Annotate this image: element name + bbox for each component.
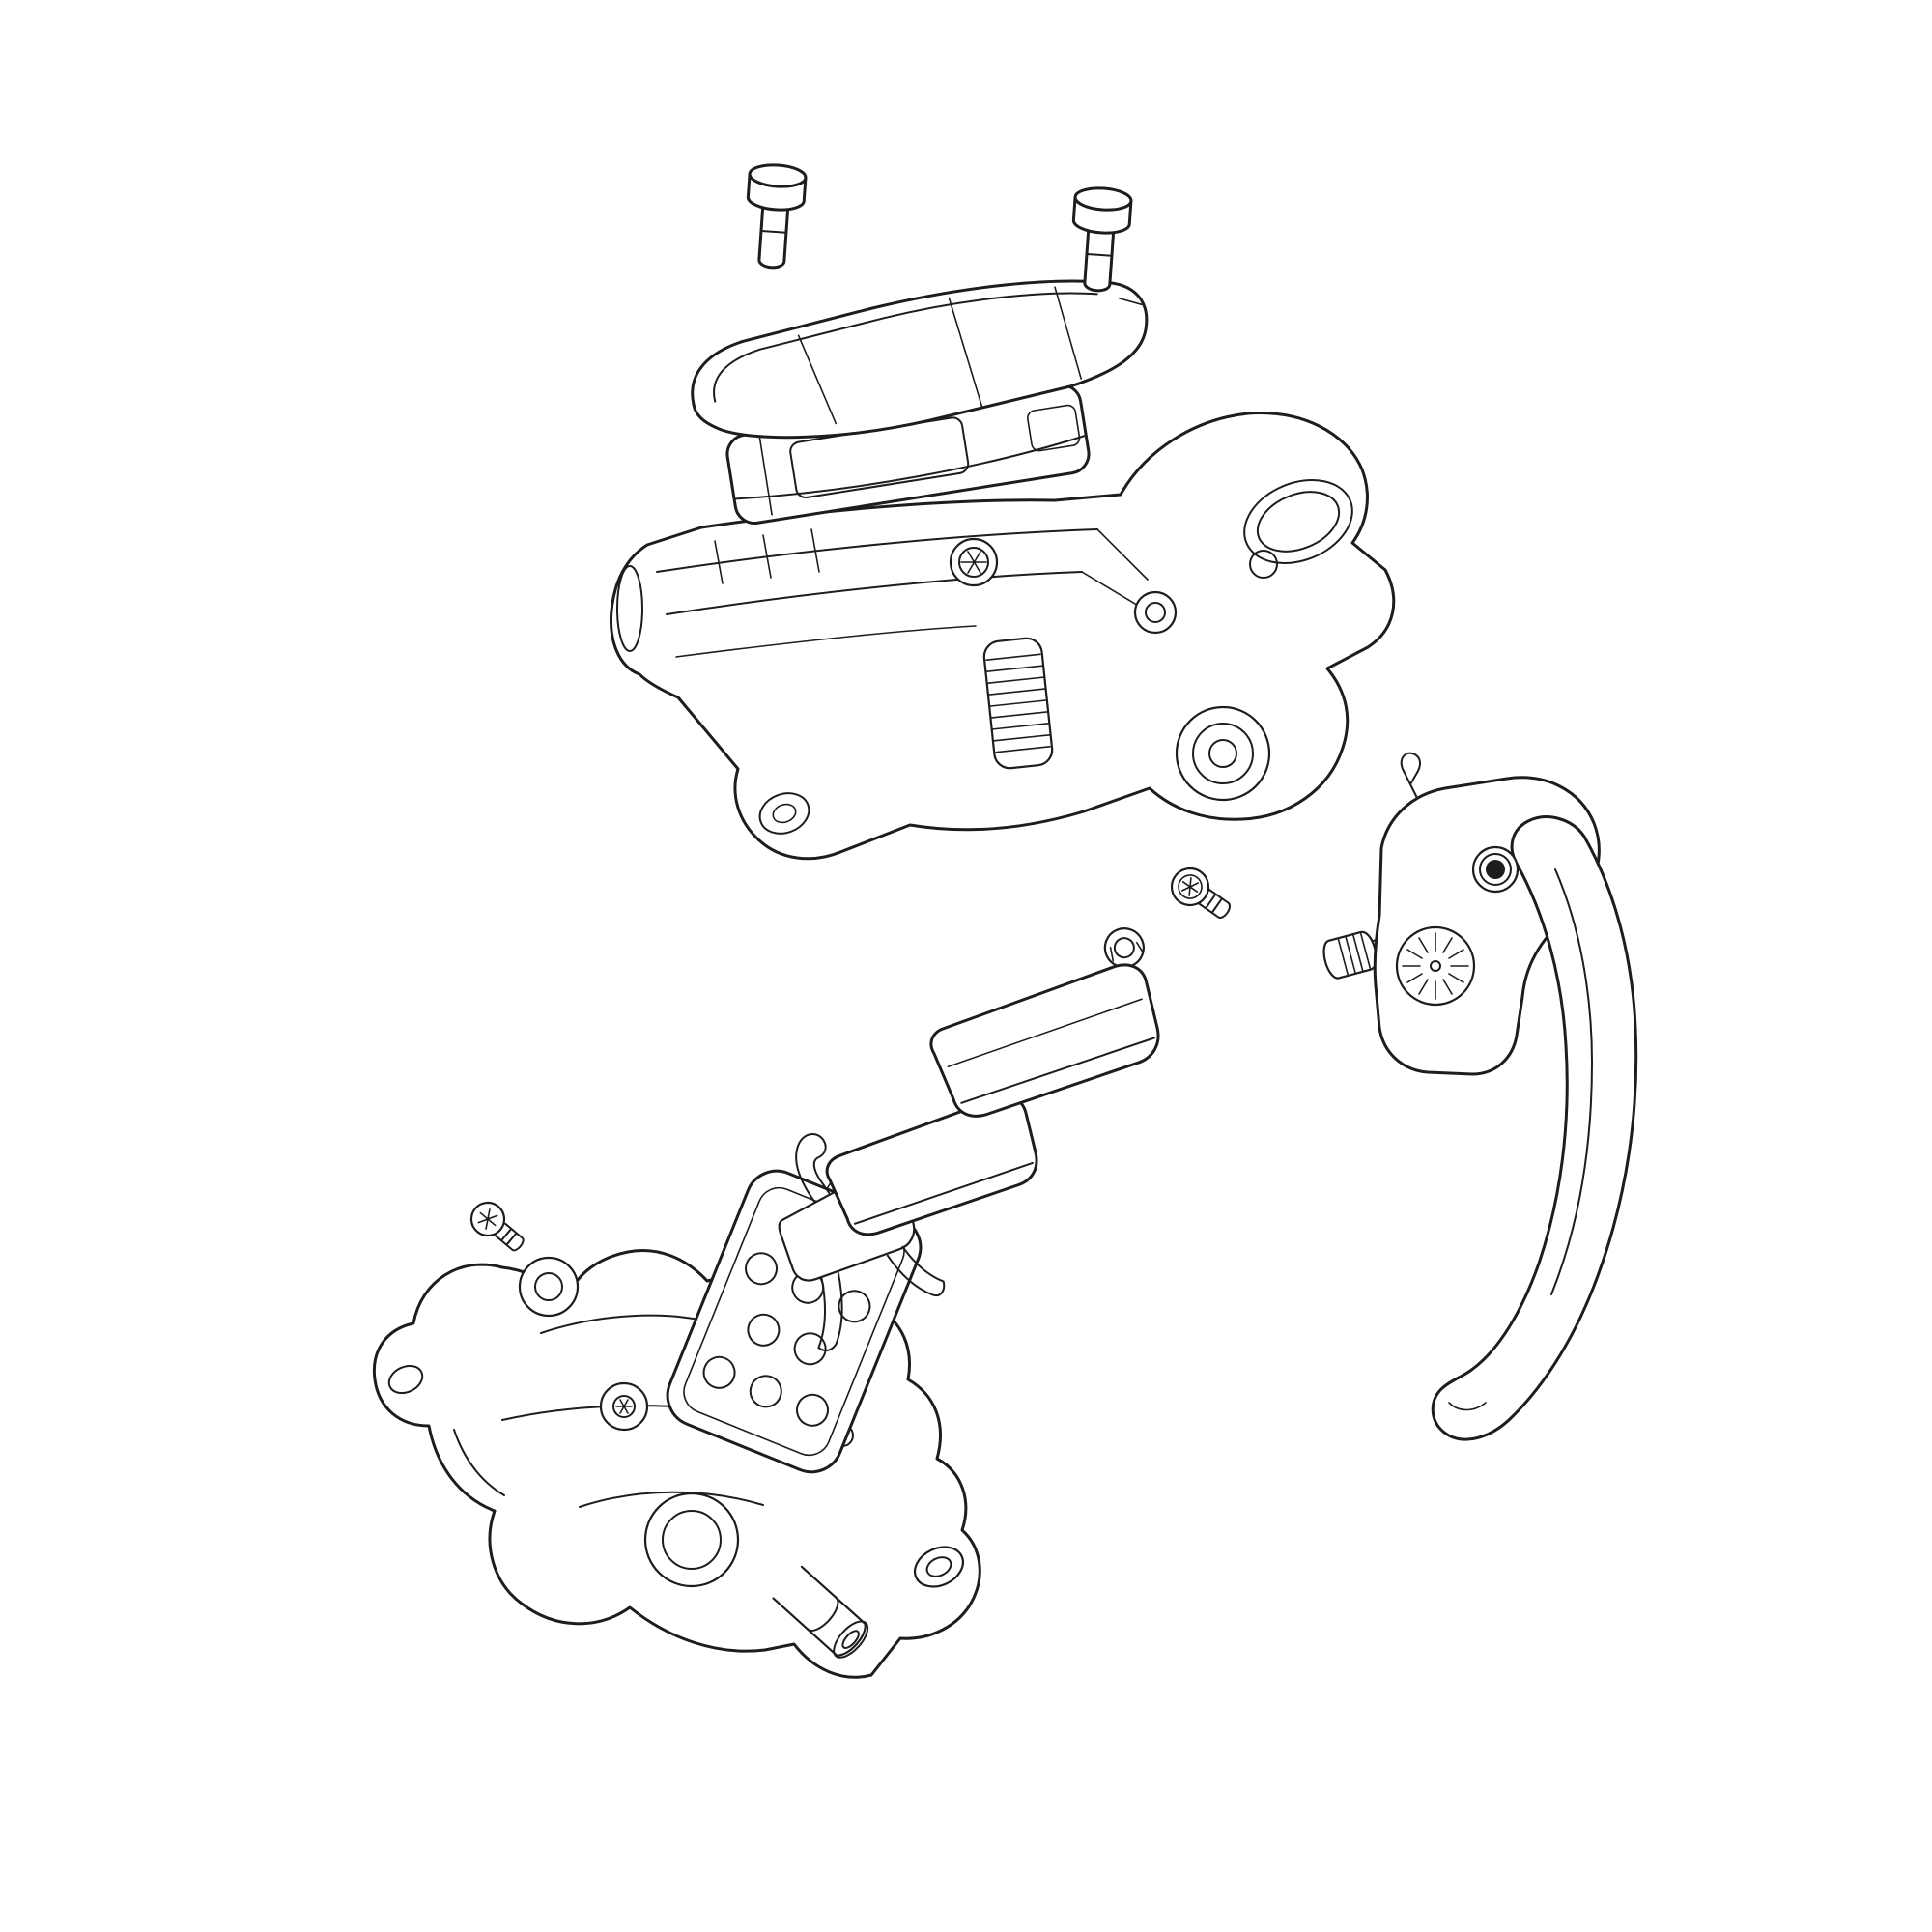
mount-ear-left: [387, 1364, 424, 1395]
lever-blade: [1322, 752, 1638, 1441]
retainer-spring-wire: [1400, 752, 1421, 801]
pad-pin-port: [599, 1381, 649, 1432]
cover-screw-left: [741, 161, 809, 271]
pivot-boss: [1133, 590, 1178, 635]
master-cylinder-body: [609, 412, 1396, 861]
mount-ear-right: [914, 1546, 964, 1588]
reach-adjust-dial: [1395, 925, 1476, 1007]
bleed-screw: [469, 1201, 525, 1252]
brake-pad-rear: [929, 927, 1160, 1118]
hose-outlet-boss: [758, 792, 810, 835]
piston-bore: [643, 1492, 740, 1588]
cover-screw-right: [1066, 185, 1134, 295]
hose-port: [772, 1565, 869, 1659]
lever-pivot-screw: [1170, 867, 1231, 919]
lever-pivot-hole: [1471, 845, 1520, 894]
clamp-bolt-hole: [1249, 550, 1278, 579]
handlebar-clamp-bore: [1243, 479, 1353, 564]
reservoir-port-screw: [949, 537, 999, 587]
contact-adjust-wheel: [982, 637, 1054, 770]
pivot-boss-hole: [1145, 602, 1166, 623]
reservoir-cover: [691, 279, 1149, 440]
reach-adjust-knob: [1322, 930, 1389, 980]
brake-pad-front: [825, 1064, 1038, 1236]
banjo-boss: [518, 1256, 580, 1318]
lever-pivot-bearing: [1175, 705, 1271, 802]
